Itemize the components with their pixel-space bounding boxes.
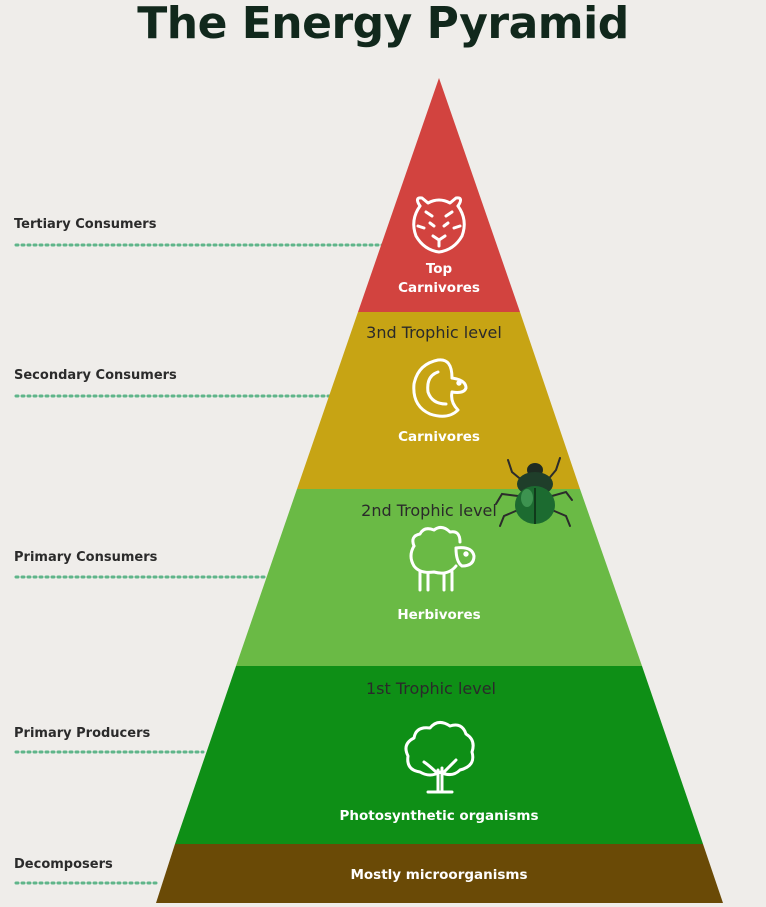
side-label-tertiary-consumers: Tertiary Consumers [14,217,157,232]
tier-label-top-line2: Carnivores [398,280,480,296]
trophic-level-2: 2nd Trophic level [361,501,497,520]
side-label-decomposers: Decomposers [14,857,113,872]
tier-label-photosynthetic-organisms: Photosynthetic organisms [339,808,539,824]
snake-icon [412,358,468,418]
beetle-icon [495,457,573,527]
side-label-secondary-consumers: Secondary Consumers [14,368,177,383]
tier-top-carnivores [358,78,520,312]
tier-herbivores [236,489,642,666]
tree-icon [404,721,475,794]
tier-producers [175,666,703,844]
tier-carnivores [297,312,580,489]
trophic-level-1: 1st Trophic level [366,679,496,698]
side-label-primary-producers: Primary Producers [14,726,151,741]
trophic-level-3: 3nd Trophic level [366,323,502,342]
sheep-icon [409,525,476,592]
tier-decomposers [156,844,723,903]
tier-label-herbivores: Herbivores [397,607,481,623]
tier-label-top-carnivores: Top Carnivores [379,260,499,298]
tier-label-carnivores: Carnivores [398,429,480,445]
tier-label-top-line1: Top [425,261,453,277]
page-title: The Energy Pyramid [137,0,629,49]
side-label-primary-consumers: Primary Consumers [14,550,158,565]
tier-label-mostly-microorganisms: Mostly microorganisms [350,867,528,883]
tiger-icon [412,196,466,254]
